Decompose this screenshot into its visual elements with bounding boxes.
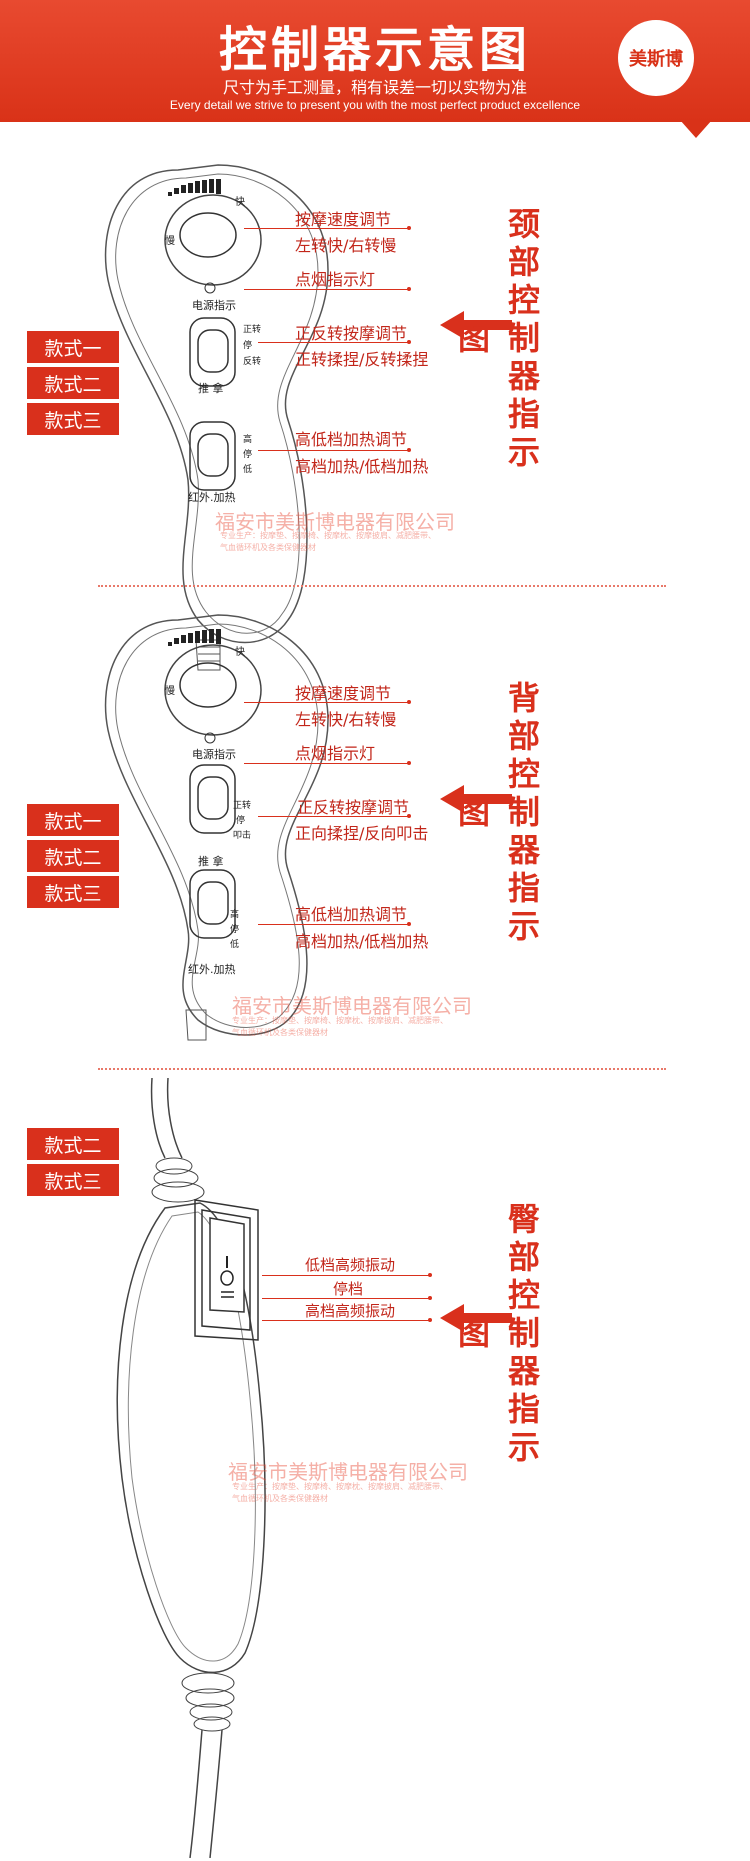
- leader-line: [262, 1296, 432, 1300]
- leader-line: [262, 1273, 432, 1277]
- leader-line: [244, 761, 411, 765]
- annotation-heat-detail: 高档加热/低档加热: [295, 932, 429, 951]
- power-indicator-label: 电源指示: [192, 748, 236, 761]
- style-tag-2: 款式二: [27, 1128, 119, 1160]
- leader-line: [258, 814, 411, 818]
- annotation-heat: 高低档加热调节: [295, 905, 408, 924]
- back-controller-drawing: [104, 614, 329, 1041]
- switch1-top-label: 正转: [233, 801, 252, 811]
- annotation-speed: 按摩速度调节: [295, 210, 392, 229]
- leader-line: [258, 922, 411, 926]
- section-divider: [98, 585, 666, 587]
- leader-line: [244, 700, 411, 704]
- page-title: 控制器示意图: [218, 22, 531, 78]
- annotation-high-vibration: 高档高频振动: [305, 1302, 396, 1320]
- switch2-top-label: 高: [243, 435, 253, 445]
- hip-controller-drawing: [116, 1078, 266, 1858]
- switch1-name: 推 拿: [198, 382, 224, 395]
- annotation-speed-detail: 左转快/右转慢: [295, 236, 397, 255]
- switch1-name: 推 拿: [198, 855, 224, 868]
- switch1-top-label: 正转: [243, 325, 262, 335]
- annotation-indicator: 点烟指示灯: [295, 270, 376, 289]
- watermark-line2: 气血循环机及各类保健器材: [220, 543, 316, 552]
- switch1-bot-label: 反转: [243, 357, 262, 367]
- style-tag-3: 款式三: [27, 876, 119, 908]
- annotation-indicator: 点烟指示灯: [295, 744, 376, 763]
- switch2-bot-label: 低: [243, 465, 253, 475]
- switch2-top-label: 高: [230, 910, 240, 920]
- page-subtitle: 尺寸为手工测量，稍有误差一切以实物为准: [222, 78, 527, 97]
- slow-label: 慢: [165, 686, 175, 697]
- switch2-mid-label: 停: [230, 925, 240, 935]
- annotation-low-vibration: 低档高频振动: [305, 1256, 396, 1274]
- leader-line: [258, 448, 411, 452]
- arrow-left-icon: [440, 311, 512, 339]
- watermark-line1: 专业生产：按摩垫、按摩椅、按摩枕、按摩披肩、减肥腰带、: [232, 1482, 448, 1491]
- leader-line: [244, 287, 411, 291]
- annotation-direction: 正反转按摩调节: [297, 798, 410, 817]
- switch2-mid-label: 停: [243, 450, 253, 460]
- annotation-direction-detail: 正向揉捏/反向叩击: [295, 824, 429, 843]
- watermark-line1: 专业生产：按摩垫、按摩椅、按摩枕、按摩披肩、减肥腰带、: [232, 1016, 448, 1025]
- watermark-line1: 专业生产：按摩垫、按摩椅、按摩枕、按摩披肩、减肥腰带、: [220, 531, 436, 540]
- arrow-left-icon: [440, 1304, 512, 1332]
- fast-label: 快: [235, 647, 245, 658]
- brand-logo: 美斯博: [618, 20, 694, 96]
- style-tag-1: 款式一: [27, 804, 119, 836]
- section-title: 颈部控制器指示图: [453, 207, 541, 473]
- style-tag-1: 款式一: [27, 331, 119, 363]
- section-divider: [98, 1068, 666, 1070]
- power-indicator-label: 电源指示: [192, 299, 236, 312]
- watermark-company: 福安市美斯博电器有限公司: [215, 510, 455, 534]
- style-tag-2: 款式二: [27, 840, 119, 872]
- switch1-bot-label: 叩击: [233, 831, 252, 841]
- style-tag-3: 款式三: [27, 403, 119, 435]
- arrow-left-icon: [440, 785, 512, 813]
- watermark-line2: 气血循环机及各类保健器材: [232, 1028, 328, 1037]
- switch1-mid-label: 停: [236, 816, 246, 826]
- leader-line: [244, 226, 411, 230]
- switch2-bot-label: 低: [230, 940, 240, 950]
- switch2-name: 红外.加热: [188, 963, 236, 976]
- watermark-company: 福安市美斯博电器有限公司: [228, 1460, 468, 1484]
- annotation-speed-detail: 左转快/右转慢: [295, 710, 397, 729]
- neck-controller-drawing: [104, 164, 329, 671]
- annotation-heat: 高低档加热调节: [295, 430, 408, 449]
- page-english-tagline: Every detail we strive to present you wi…: [169, 98, 581, 112]
- style-tag-2: 款式二: [27, 367, 119, 399]
- annotation-speed: 按摩速度调节: [295, 684, 392, 703]
- header-notch: [680, 120, 712, 138]
- switch2-name: 红外.加热: [188, 491, 236, 504]
- annotation-direction: 正反转按摩调节: [295, 324, 408, 343]
- switch1-mid-label: 停: [243, 341, 253, 351]
- slow-label: 慢: [165, 236, 175, 247]
- annotation-heat-detail: 高档加热/低档加热: [295, 457, 429, 476]
- section-title: 臀部控制器指示图: [453, 1202, 541, 1468]
- annotation-direction-detail: 正转揉捏/反转揉捏: [295, 350, 429, 369]
- style-tag-3: 款式三: [27, 1164, 119, 1196]
- watermark-company: 福安市美斯博电器有限公司: [232, 994, 472, 1018]
- fast-label: 快: [235, 197, 245, 208]
- annotation-stop: 停档: [333, 1280, 364, 1298]
- leader-line: [258, 340, 411, 344]
- watermark-line2: 气血循环机及各类保健器材: [232, 1494, 328, 1503]
- section-title: 背部控制器指示图: [453, 681, 541, 947]
- leader-line: [262, 1318, 432, 1322]
